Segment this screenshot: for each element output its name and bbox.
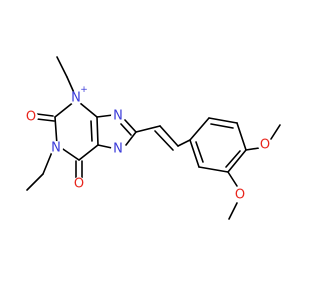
atom-charge-plus: +: [80, 85, 88, 95]
bond-vinyl-double: [154, 130, 174, 151]
bond-ethyl-top-ch3: [56, 56, 68, 78]
bond-vinyl: [159, 125, 179, 147]
bond-c6-c5: [78, 144, 99, 161]
bond-c5-c4: [96, 116, 99, 146]
bond-ar-2-3: [208, 117, 238, 124]
bond-c5-c4-inner: [90, 120, 93, 142]
bond-c2-n1: [54, 116, 58, 146]
bond-ethyl-bottom-ch2: [42, 151, 53, 175]
bond-ar-4-5: [227, 149, 247, 173]
bond-ar-6-1: [189, 139, 200, 168]
bond-vinyl-aryl: [177, 139, 191, 147]
bond-c2-o-double: [36, 118, 55, 122]
bond-n3-c2: [54, 100, 76, 118]
bond-o-ch3-top: [270, 124, 281, 140]
bond-c8-vinyl: [135, 125, 161, 133]
bond-ar-3-4: [236, 122, 247, 151]
bond-n9-c8: [124, 119, 137, 133]
bond-n9-c8-double: [120, 123, 132, 136]
atom-n-charged: N: [71, 91, 81, 106]
bond-c4-n3: [79, 102, 98, 118]
bond-ar-inner-b: [225, 150, 241, 168]
bond-c8-n7: [125, 131, 137, 146]
atom-label-layer: N + N N N O O O O: [24, 85, 272, 203]
bond-ar-inner-c: [195, 141, 204, 163]
atom-o-carbonyl-left: O: [26, 110, 36, 125]
molecule-structure: N + N N N O O O O: [24, 56, 281, 220]
bond-ar-o-top: [245, 147, 260, 151]
bond-ar-inner-a: [210, 123, 234, 129]
bond-ar-1-2: [189, 117, 210, 141]
atom-o-methoxy-bottom: O: [235, 188, 245, 203]
atom-n-imine-top: N: [113, 109, 123, 124]
bond-ethyl-bottom-ch3: [26, 173, 44, 191]
bond-o-ch3-bottom: [228, 202, 238, 220]
atom-o-carbonyl-bottom: O: [74, 177, 84, 192]
bond-c2-o: [36, 113, 54, 117]
bond-layer: [26, 56, 281, 220]
atom-n-imine-bottom: N: [113, 142, 123, 157]
bond-c4-n9: [96, 114, 114, 118]
bond-ar-5-6: [198, 166, 229, 173]
bond-ar-o-bottom: [227, 171, 238, 187]
bond-n7-c5: [97, 144, 113, 149]
atom-o-methoxy-top: O: [260, 138, 270, 153]
atom-n-amide: N: [51, 141, 61, 156]
